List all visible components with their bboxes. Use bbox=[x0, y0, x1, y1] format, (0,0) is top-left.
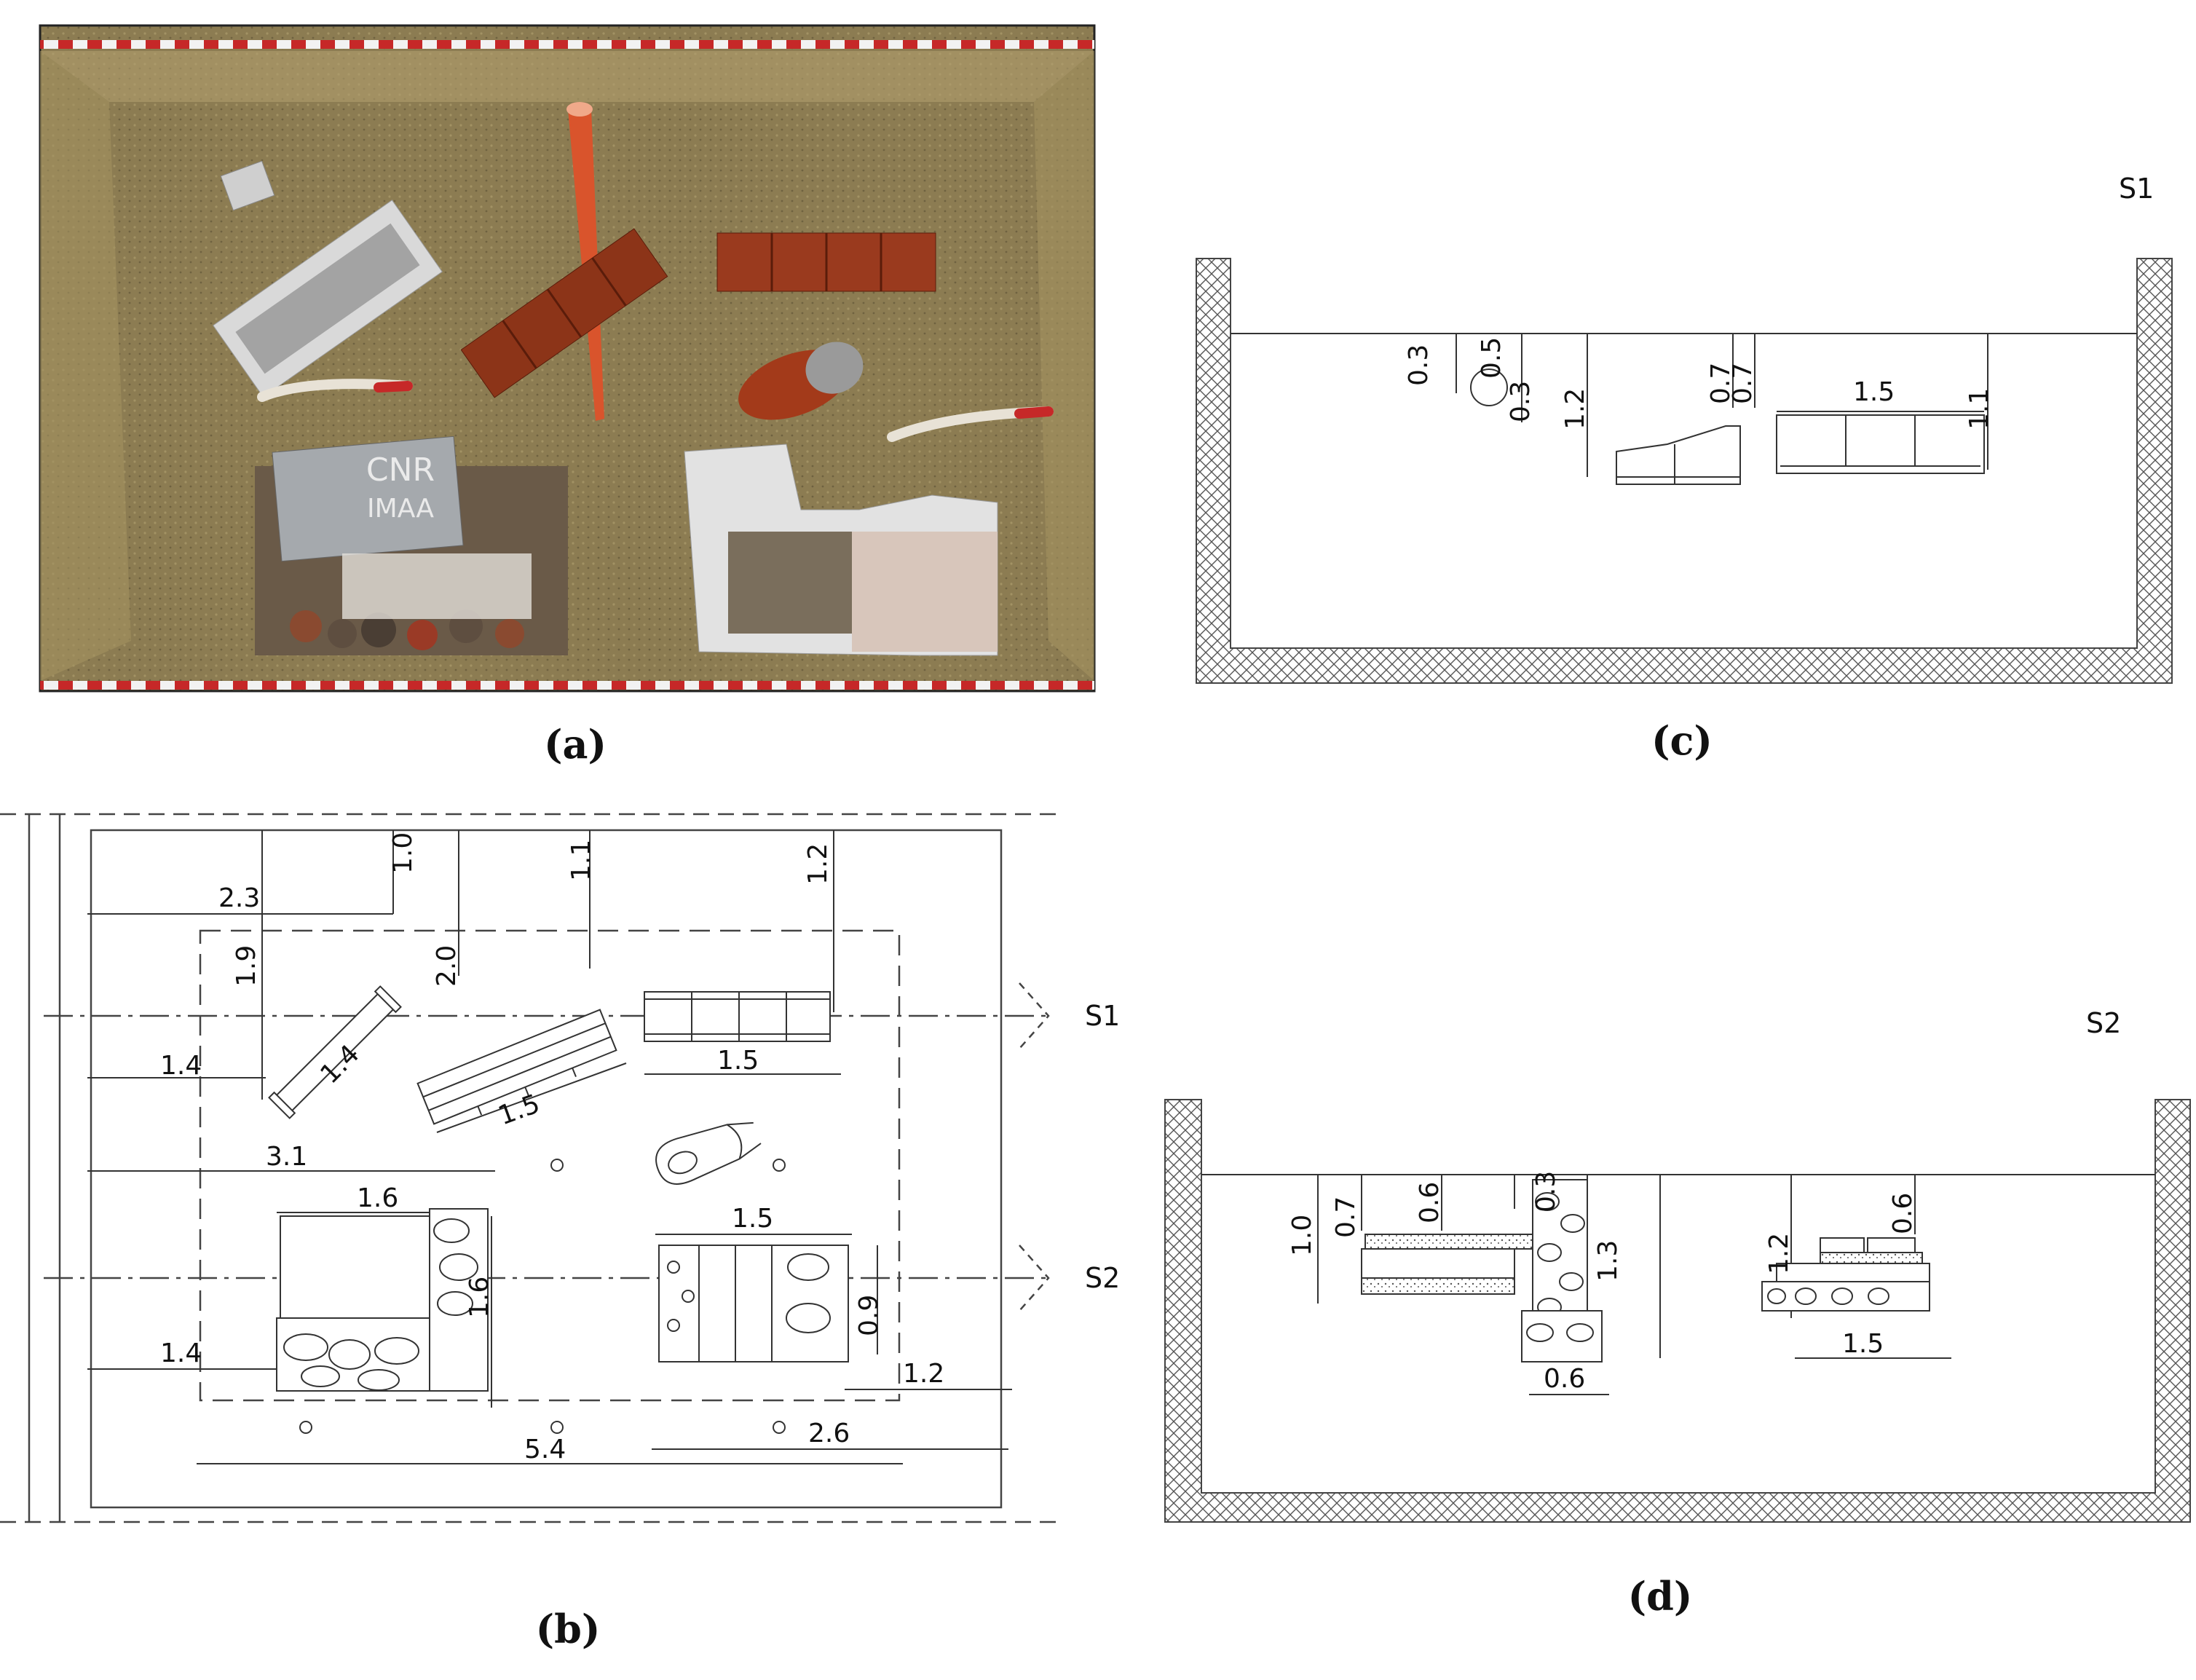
dim-1-0: 1.0 bbox=[388, 832, 418, 874]
section-s2-drawing: 1.0 0.7 0.6 0.3 1.3 0.6 1.2 0.6 1.5 S2 bbox=[1164, 1007, 2191, 1523]
s1-dim-1-2: 1.2 bbox=[1560, 388, 1590, 430]
s2-dim-0-6c: 0.6 bbox=[1888, 1193, 1918, 1234]
s1-clay-pipe bbox=[1616, 425, 1741, 485]
dim-0-9: 0.9 bbox=[854, 1295, 884, 1336]
s2-layered bbox=[1761, 1237, 1930, 1312]
s2-wall bbox=[1164, 1099, 2191, 1523]
dim-1-5-c: 1.5 bbox=[732, 1204, 773, 1234]
outer-rect bbox=[90, 829, 1003, 1509]
s1-dim-0-3: 0.3 bbox=[1404, 344, 1434, 386]
s1-dim-0-7a: 0.7 bbox=[1706, 363, 1736, 404]
s2-masonry bbox=[1361, 1179, 1603, 1362]
dim-1-2-low: 1.2 bbox=[903, 1359, 944, 1389]
sign-slab bbox=[272, 435, 464, 562]
caption-b: (b) bbox=[535, 1606, 601, 1652]
right-wall bbox=[1034, 51, 1094, 681]
plan-layered bbox=[658, 1245, 849, 1362]
dim-1-2: 1.2 bbox=[803, 843, 833, 885]
left-wall bbox=[40, 51, 131, 681]
svg-text:IMAA: IMAA bbox=[367, 494, 434, 524]
dim-1-5-b: 1.5 bbox=[717, 1046, 759, 1076]
s2-dim-1-5: 1.5 bbox=[1842, 1329, 1884, 1359]
dim-1-6-b: 1.6 bbox=[465, 1277, 494, 1318]
dim-2-6: 2.6 bbox=[808, 1419, 850, 1448]
dim-2-3: 2.3 bbox=[218, 883, 260, 913]
dim-1-1: 1.1 bbox=[566, 840, 596, 881]
s2-dim-1-2: 1.2 bbox=[1764, 1233, 1794, 1274]
plan-tiles bbox=[644, 991, 831, 1042]
s2-dim-0-3: 0.3 bbox=[1531, 1171, 1561, 1212]
dim-3-1: 3.1 bbox=[266, 1142, 307, 1172]
inner-dashed-rect bbox=[199, 929, 901, 1402]
dim-1-6-a: 1.6 bbox=[357, 1183, 398, 1213]
s1-dim-0-5: 0.5 bbox=[1477, 337, 1506, 379]
plan-masonry bbox=[276, 1208, 489, 1392]
section-s1-drawing: 0.3 0.5 0.3 1.2 0.7 0.7 1.5 1.1 S1 bbox=[1196, 173, 2173, 684]
sign-text: CNR bbox=[366, 451, 435, 489]
clay-pipe bbox=[460, 228, 668, 398]
caption-d: (d) bbox=[1627, 1573, 1693, 1620]
masonry-block bbox=[255, 435, 568, 655]
tile-row bbox=[716, 232, 936, 292]
s1-dim-0-3b: 0.3 bbox=[1506, 381, 1536, 422]
caption-c: (c) bbox=[1651, 717, 1713, 764]
s2-dim-1-3: 1.3 bbox=[1593, 1240, 1623, 1282]
bottom-tape bbox=[40, 681, 1094, 690]
amphora bbox=[738, 342, 864, 420]
s2-dim-0-6b: 0.6 bbox=[1544, 1364, 1585, 1394]
plan-clay-pipe bbox=[416, 1009, 617, 1125]
s2-section-label: S2 bbox=[2086, 1007, 2121, 1039]
plan-amphora bbox=[655, 1121, 762, 1185]
s1-dim-1-5: 1.5 bbox=[1853, 377, 1895, 407]
dim-5-4: 5.4 bbox=[524, 1435, 566, 1464]
s1-pipe-circle bbox=[1470, 368, 1508, 406]
dim-1-4-low: 1.4 bbox=[160, 1338, 202, 1368]
s2-dim-1-0: 1.0 bbox=[1287, 1215, 1317, 1256]
s2-dim-0-7: 0.7 bbox=[1331, 1196, 1361, 1238]
s1-tiles bbox=[1776, 414, 1985, 474]
section-s2-panel: 1.0 0.7 0.6 0.3 1.3 0.6 1.2 0.6 1.5 S2 bbox=[1150, 990, 2196, 1544]
s1-section-label: S1 bbox=[2119, 173, 2154, 205]
caption-a: (a) bbox=[543, 721, 607, 768]
layered-block bbox=[684, 443, 998, 656]
plan-panel: 2.3 1.0 1.1 1.2 1.9 2.0 1.4 1.4 1.5 1.5 … bbox=[0, 794, 1150, 1677]
dim-1-4-pipe: 1.4 bbox=[315, 1039, 365, 1089]
s2-dim-0-6a: 0.6 bbox=[1415, 1182, 1445, 1223]
top-tape bbox=[40, 40, 1094, 49]
s1-wall bbox=[1196, 258, 2173, 684]
excavation-photo: CNR IMAA bbox=[39, 24, 1096, 693]
upper-wall bbox=[40, 51, 1094, 102]
dim-1-4-left: 1.4 bbox=[160, 1051, 202, 1081]
plan-pipe bbox=[268, 985, 402, 1119]
plan-label-s1: S1 bbox=[1085, 1000, 1120, 1032]
photo-panel: CNR IMAA bbox=[0, 0, 1136, 728]
plan-drawing: 2.3 1.0 1.1 1.2 1.9 2.0 1.4 1.4 1.5 1.5 … bbox=[0, 813, 1120, 1523]
s1-dim-1-1: 1.1 bbox=[1964, 388, 1994, 430]
dim-1-9: 1.9 bbox=[232, 945, 261, 987]
wrapped-pipe bbox=[213, 200, 443, 398]
s1-dim-0-7b: 0.7 bbox=[1728, 363, 1758, 404]
dim-2-0: 2.0 bbox=[432, 945, 462, 987]
plastic-block bbox=[220, 160, 275, 211]
section-s1-panel: 0.3 0.5 0.3 1.2 0.7 0.7 1.5 1.1 S1 bbox=[1165, 146, 2196, 699]
plan-label-s2: S2 bbox=[1085, 1262, 1120, 1294]
